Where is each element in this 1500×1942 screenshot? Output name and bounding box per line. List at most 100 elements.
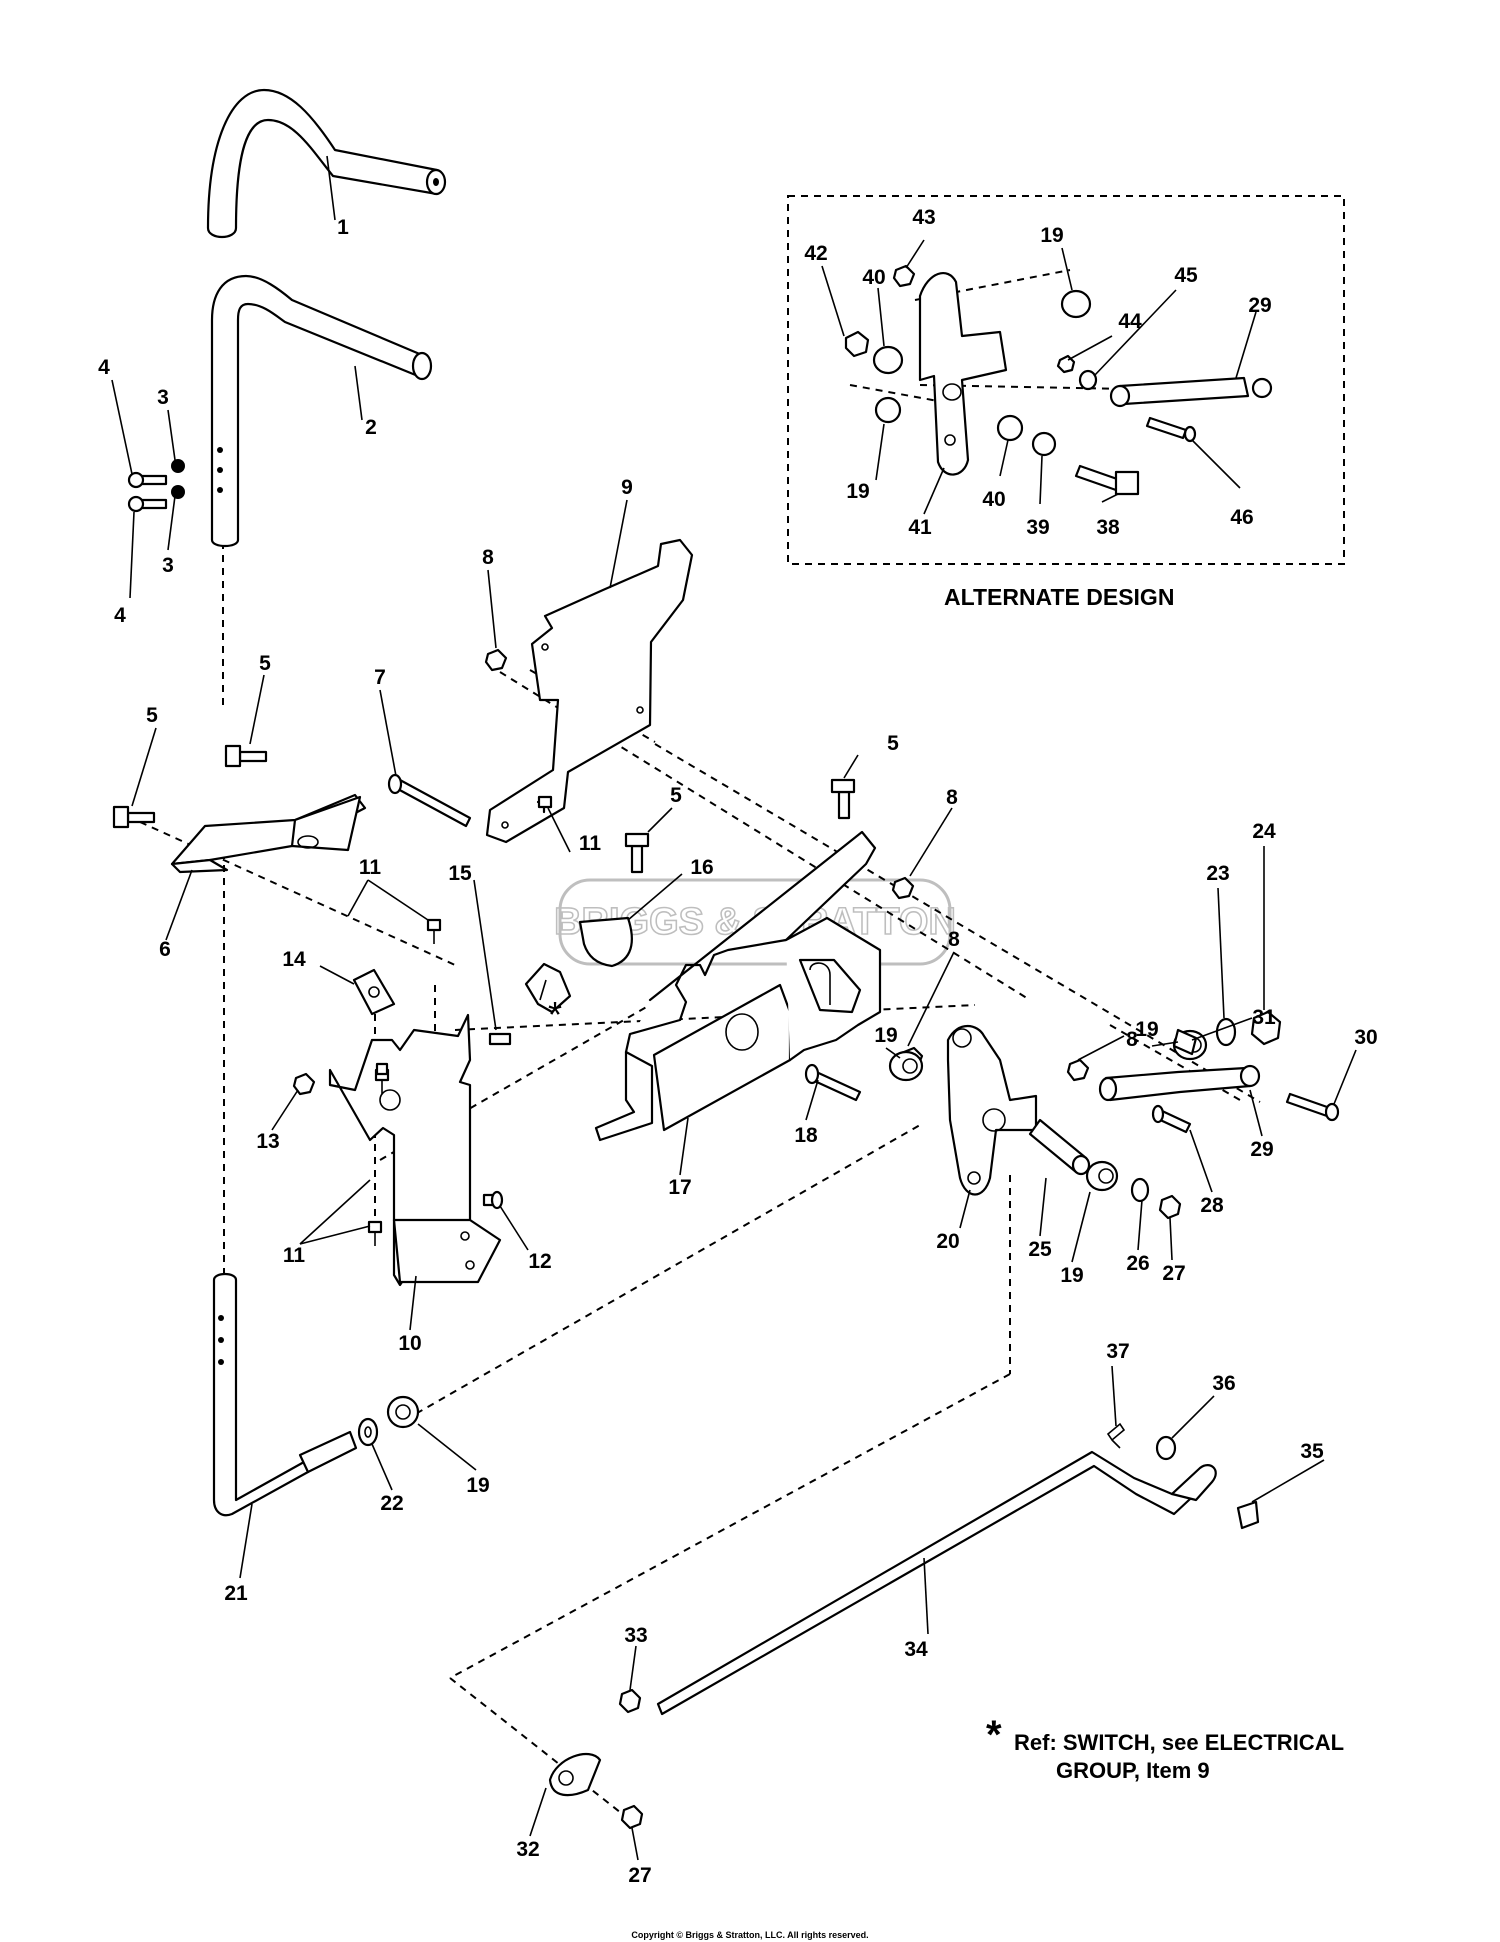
part-27-nut [1158, 1194, 1182, 1220]
part-21-shift-rod [212, 1272, 358, 1517]
callout-46: 46 [1230, 506, 1253, 529]
callout-42: 42 [804, 242, 827, 265]
part-39-alt-washer [1031, 431, 1057, 457]
part-26-washer [1130, 1177, 1150, 1203]
part-13-nut [292, 1072, 316, 1096]
part-44-alt-nut [1056, 354, 1076, 374]
callout-35: 35 [1300, 1440, 1324, 1463]
part-17-main-plate [594, 830, 882, 1142]
part-11-screw-d [367, 1220, 383, 1246]
part-25-spacer [1028, 1118, 1091, 1176]
callout-21: 21 [224, 1582, 248, 1605]
part-8-nut-a [484, 648, 508, 672]
callout-2: 2 [365, 416, 377, 439]
part-46-alt-bolt [1145, 416, 1197, 443]
part-24-nut [1250, 1010, 1282, 1046]
part-11-screw-e [375, 1062, 389, 1076]
part-33-nut [618, 1688, 642, 1714]
part-29-gas-spring [1098, 1064, 1261, 1102]
part-4-bolt-lower [127, 495, 168, 513]
part-3-nut-lower [171, 485, 185, 499]
callout-31: 31 [1252, 1006, 1276, 1029]
callout-20: 20 [936, 1230, 959, 1253]
part-15-switch [488, 962, 572, 1046]
callout-19-d: 19 [466, 1474, 489, 1497]
callout-8-d: 8 [1126, 1028, 1138, 1051]
callout-36: 36 [1212, 1372, 1235, 1395]
part-36-washer [1155, 1435, 1177, 1461]
callout-3-upper: 3 [157, 386, 169, 409]
note-line-1: Ref: SWITCH, see ELECTRICAL [1014, 1730, 1345, 1755]
callout-44: 44 [1118, 310, 1142, 333]
callout-32: 32 [516, 1838, 539, 1861]
callout-37: 37 [1106, 1340, 1129, 1363]
callout-40-a: 40 [862, 266, 885, 289]
part-29-alt-gas-spring [1109, 376, 1273, 408]
callout-19-b: 19 [874, 1024, 897, 1047]
callout-23: 23 [1206, 862, 1229, 885]
part-14-clip [352, 968, 396, 1016]
part-19-bushing-b [888, 1050, 924, 1082]
part-5-bolt-b [112, 805, 156, 829]
part-9-upper-plate [485, 538, 694, 844]
callout-41: 41 [908, 516, 932, 539]
part-38-alt-bolt [1074, 464, 1140, 496]
callout-27-b: 27 [628, 1864, 651, 1887]
part-42-alt-nut [844, 330, 870, 358]
callout-39: 39 [1026, 516, 1049, 539]
part-3-nut-upper [171, 459, 185, 473]
part-40-alt-bushing-b [996, 414, 1024, 442]
note-star: * [986, 1713, 1002, 1757]
part-41-alt-lever [918, 272, 1008, 476]
part-27-nut-lower [620, 1804, 644, 1830]
part-7-long-bolt [387, 773, 472, 828]
part-45-alt-spacer [1078, 369, 1098, 391]
callout-1: 1 [337, 216, 349, 239]
part-12-screw [482, 1190, 504, 1210]
callout-5-b: 5 [146, 704, 158, 727]
part-30-bolt [1285, 1092, 1340, 1122]
callout-5-d: 5 [887, 732, 899, 755]
callout-5-a: 5 [259, 652, 271, 675]
callout-8-a: 8 [482, 546, 494, 569]
alternate-design-box [787, 195, 1345, 565]
part-32-rod-end [548, 1752, 602, 1797]
alternate-design-label: ALTERNATE DESIGN [944, 584, 1175, 610]
callout-10: 10 [398, 1332, 421, 1355]
part-6-pivot-bracket [170, 793, 367, 874]
part-1-handle-upper [206, 88, 447, 239]
callout-26: 26 [1126, 1252, 1149, 1275]
part-19-bushing-c [1085, 1160, 1119, 1192]
part-10-vertical-bracket [328, 1013, 502, 1287]
part-34-long-rod [656, 1450, 1217, 1716]
part-5-bolt-a [224, 744, 268, 768]
callout-29: 29 [1250, 1138, 1273, 1161]
part-37-clip [1106, 1422, 1126, 1449]
part-8-nut-b [891, 876, 915, 900]
callout-11-a: 11 [359, 856, 382, 879]
part-11-screw-a [536, 795, 553, 814]
callout-3-lower: 3 [162, 554, 174, 577]
callout-40-b: 40 [982, 488, 1005, 511]
callout-numbers: 1 2 3 3 4 4 5 5 5 5 6 7 8 8 8 8 9 10 11 … [98, 206, 1378, 1887]
callout-5-c: 5 [670, 784, 682, 807]
callout-19-c: 19 [1060, 1264, 1083, 1287]
callout-27-a: 27 [1162, 1262, 1185, 1285]
callout-22: 22 [380, 1492, 403, 1515]
part-2-handle [210, 274, 433, 548]
part-23-washer [1215, 1017, 1237, 1047]
callout-9: 9 [621, 476, 633, 499]
callout-38: 38 [1096, 516, 1120, 539]
callout-12: 12 [528, 1250, 551, 1273]
note-line-2: GROUP, Item 9 [1056, 1758, 1210, 1783]
part-5-bolt-c [624, 832, 650, 874]
callout-19-alt-a: 19 [1040, 224, 1063, 247]
callout-8-c: 8 [948, 928, 960, 951]
callout-11-b: 11 [579, 832, 602, 855]
part-5-bolt-d [830, 778, 856, 820]
part-35-cap [1236, 1500, 1260, 1530]
callout-14: 14 [282, 948, 306, 971]
part-19-bushing-d [386, 1395, 420, 1429]
callout-24: 24 [1252, 820, 1276, 843]
